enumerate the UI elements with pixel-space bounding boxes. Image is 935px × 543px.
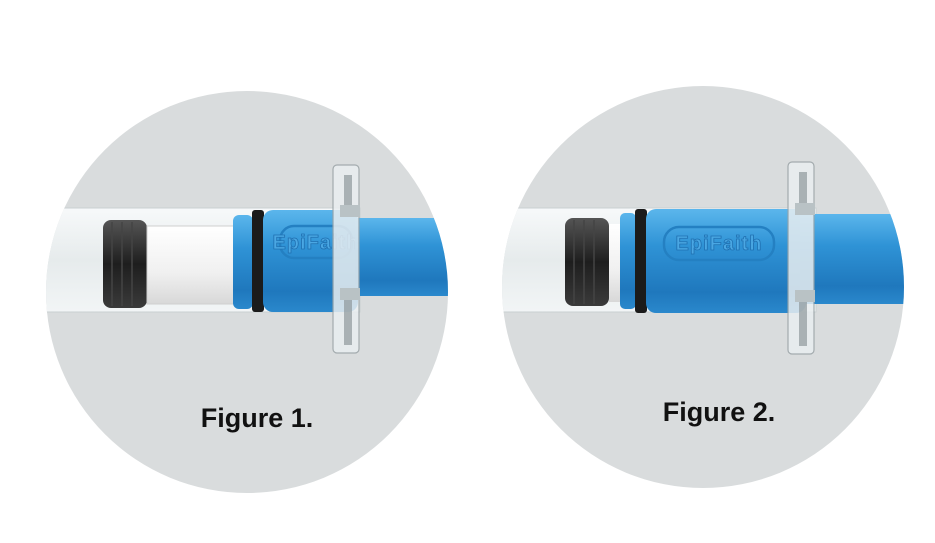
figure-2-brand-label: EpiFaith xyxy=(676,233,763,255)
figure-1-white-plunger xyxy=(146,225,236,305)
figure-1-blue-collar xyxy=(233,215,253,309)
figure-1-finger-flange xyxy=(332,164,360,354)
figure-1-rubber-gasket xyxy=(103,220,147,308)
figure-1: EpiFaith Figure 1. xyxy=(46,91,448,493)
figure-2: EpiFaith Figure 2. xyxy=(502,86,904,488)
figure-2-blue-rod xyxy=(800,214,904,304)
figure-2-white-plunger xyxy=(609,224,621,302)
figure-2-finger-flange xyxy=(787,161,815,355)
figure-2-caption: Figure 2. xyxy=(663,397,776,427)
figure-1-blue-rod xyxy=(355,218,448,296)
figure-2-blue-collar xyxy=(620,213,636,309)
figure-1-caption: Figure 1. xyxy=(201,403,314,433)
figure-2-rubber-gasket xyxy=(565,218,609,306)
